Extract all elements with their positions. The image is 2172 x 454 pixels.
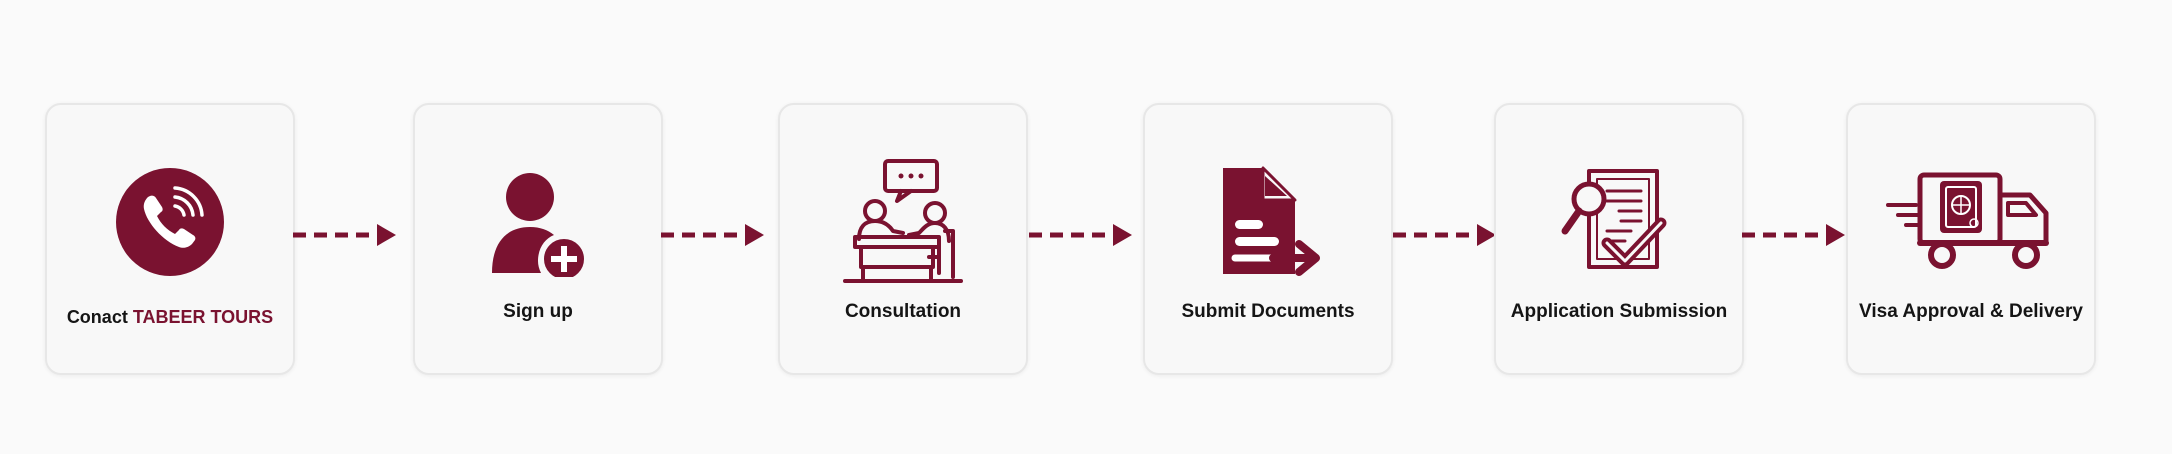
dashed-arrow [1742,224,1845,246]
step-card-application-submission: Application Submission [1494,103,1744,375]
add-user-icon [415,157,661,287]
step-label-prefix: Conact [66,307,128,327]
consultation-meeting-icon [780,157,1026,287]
phone-call-icon [47,157,293,287]
step-label: Application Submission [1510,301,1728,322]
step-label: Conact TABEER TOURS [47,307,293,328]
step-card-consultation: Consultation [778,103,1028,375]
dashed-arrow [1393,224,1496,246]
step-card-visa-approval: Visa Approval & Delivery [1846,103,2096,375]
dashed-arrow [661,224,764,246]
step-label: Submit Documents [1181,301,1355,322]
dashed-arrow [1029,224,1132,246]
delivery-truck-icon [1848,157,2094,287]
step-card-contact: Conact TABEER TOURS [45,103,295,375]
dashed-arrow [293,224,396,246]
step-label: Visa Approval & Delivery [1859,301,2083,322]
document-search-check-icon [1496,157,1742,287]
step-card-sign-up: Sign up [413,103,663,375]
step-label: Sign up [503,301,573,322]
brand-name: TABEER TOURS [132,307,274,327]
step-label: Consultation [844,301,962,322]
step-card-submit-documents: Submit Documents [1143,103,1393,375]
document-submit-icon [1145,157,1391,287]
